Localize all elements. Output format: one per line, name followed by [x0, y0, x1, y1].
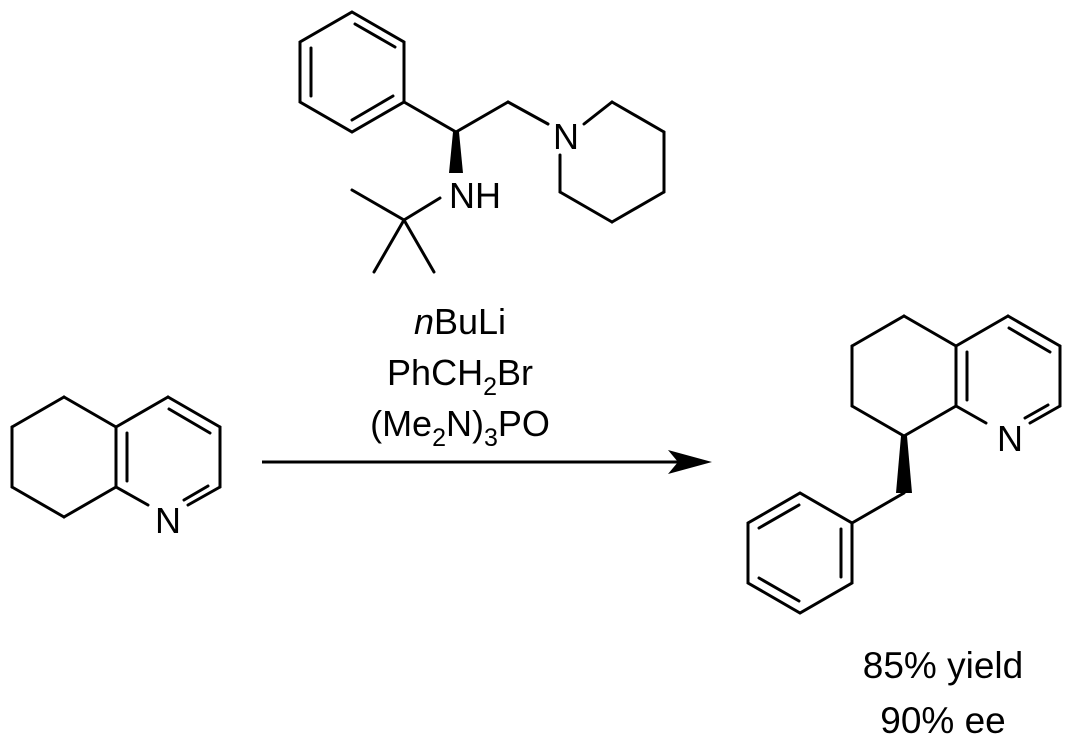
yield-text: 85% yield: [863, 645, 1023, 686]
wedge-bond: [449, 132, 463, 173]
ligand-amine-label: NH: [449, 175, 501, 216]
product-benzyl-tetrahydroquinoline: N: [746, 314, 1062, 615]
piperidine-ring: [558, 100, 666, 224]
reagent-hmpa: (Me2N)3PO: [370, 403, 550, 452]
reagent-nbuli: nBuLi: [414, 301, 506, 342]
starting-material-nitrogen-label: N: [155, 500, 181, 541]
reagent-benzyl-bromide: PhCH2Br: [387, 352, 533, 401]
product-wedge-bond: [896, 436, 912, 493]
product-nitrogen-label: N: [997, 418, 1023, 459]
product-phenyl-ring: [746, 491, 854, 615]
ligand-phenyl-ring: [298, 10, 406, 134]
reaction-outcome: 85% yield 90% ee: [863, 645, 1023, 741]
ligand-nitrogen-label: N: [553, 116, 579, 157]
reagents: nBuLi PhCH2Br (Me2N)3PO: [370, 301, 550, 452]
chiral-diamine-ligand: N NH: [298, 10, 666, 274]
ee-text: 90% ee: [880, 700, 1006, 741]
starting-material-tetrahydroquinoline: N: [10, 395, 222, 541]
reaction-arrow: [262, 450, 712, 474]
